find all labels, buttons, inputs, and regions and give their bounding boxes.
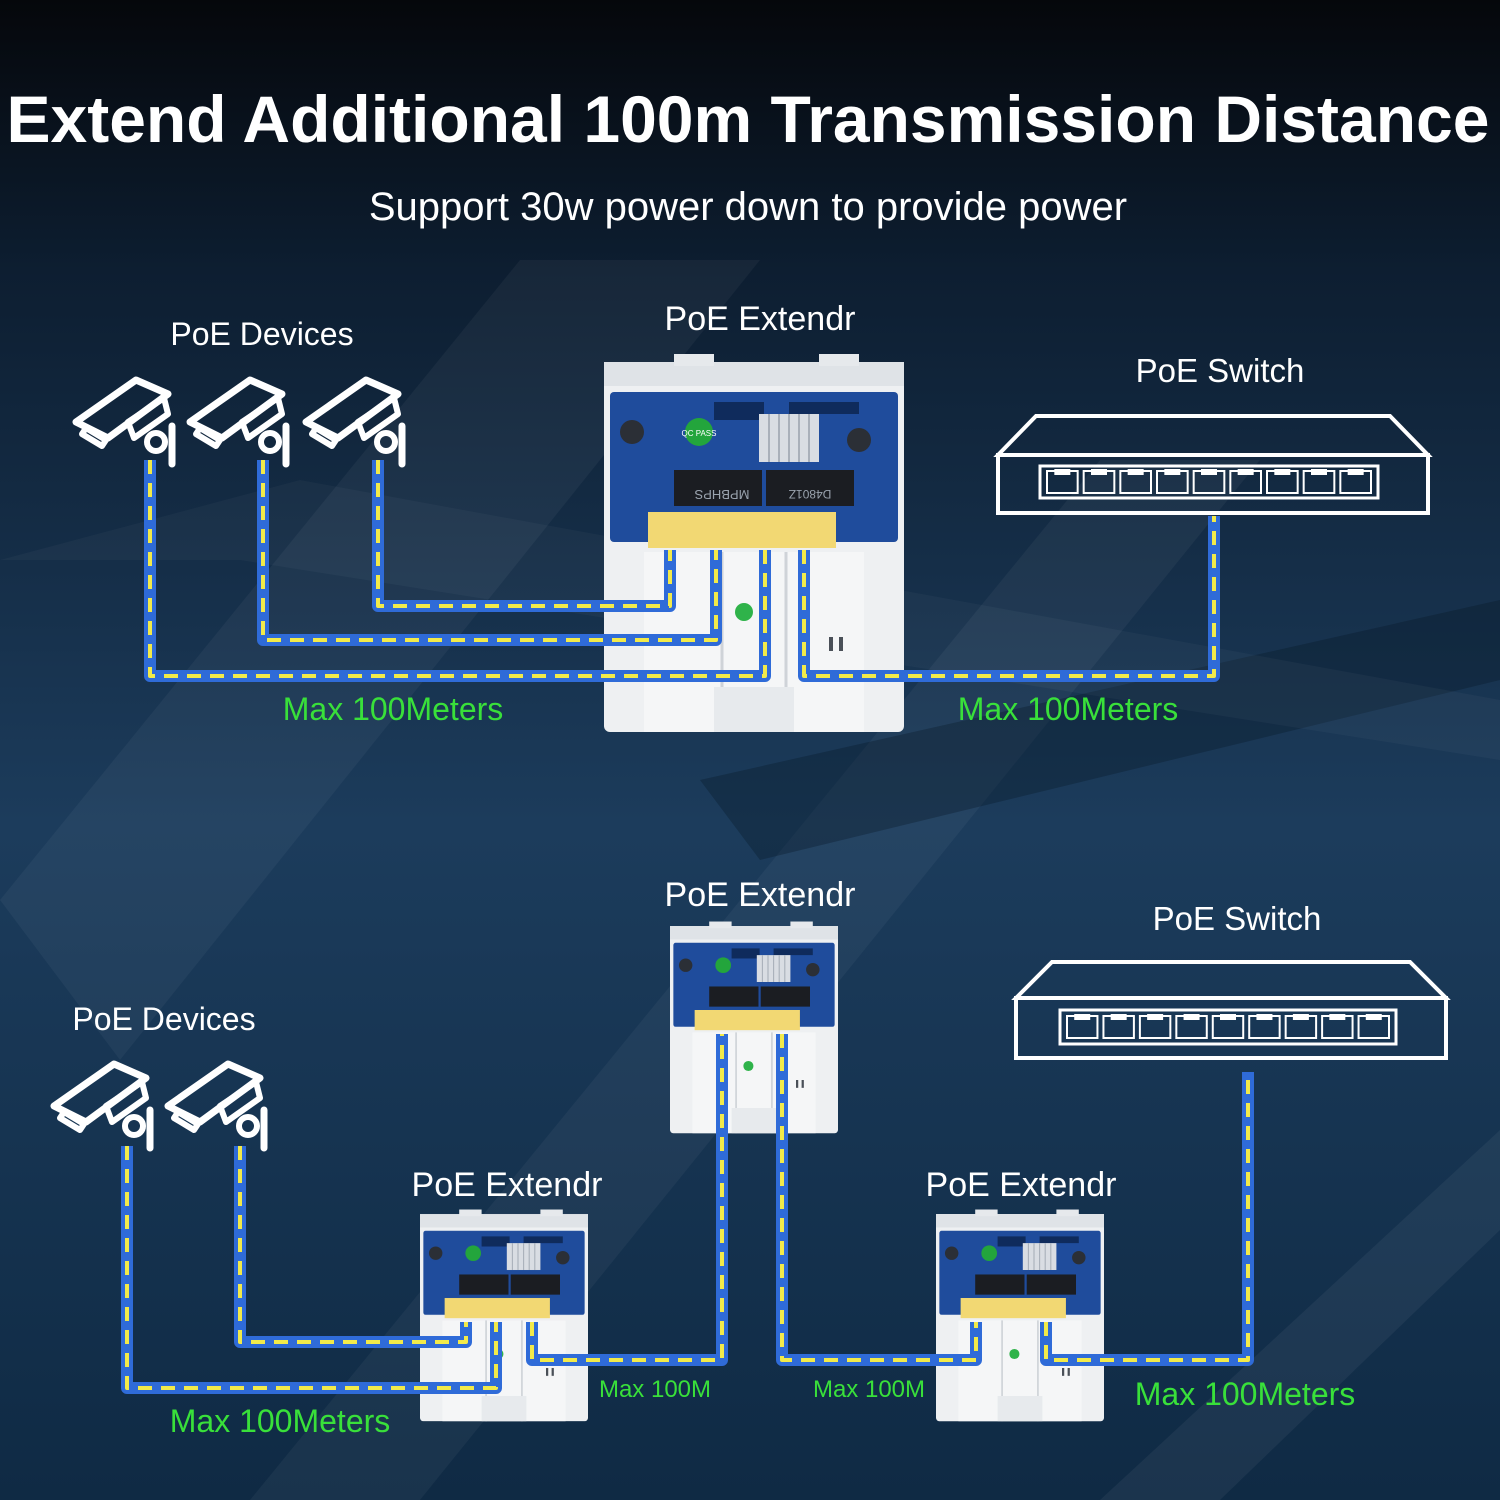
top-extender-label: PoE Extendr — [665, 300, 856, 338]
top-diagram: PoE Devices PoE Extendr PoE Switch MPBHP… — [76, 300, 1433, 734]
switch-port-latch — [1329, 1014, 1346, 1020]
switch-port-latch — [1201, 469, 1217, 475]
page-subtitle: Support 30w power down to provide power — [369, 185, 1127, 229]
bottom-distance-left: Max 100Meters — [170, 1403, 391, 1439]
top-cables — [144, 460, 1220, 682]
top-right-distance: Max 100Meters — [958, 691, 1179, 727]
page-title: Extend Additional 100m Transmission Dist… — [7, 82, 1490, 156]
switch-port-latch — [1183, 1014, 1200, 1020]
top-switch-label: PoE Switch — [1136, 352, 1305, 389]
bottom-switch-label: PoE Switch — [1153, 900, 1322, 937]
bottom-devices-label: PoE Devices — [72, 1001, 255, 1037]
bottom-extender-right-label: PoE Extendr — [926, 1166, 1117, 1204]
switch-port-latch — [1091, 469, 1107, 475]
bottom-switch-device — [1011, 960, 1451, 1060]
board-badge: QC PASS — [682, 429, 717, 438]
switch-port-latch — [1054, 469, 1071, 475]
top-left-distance: Max 100Meters — [283, 691, 504, 727]
bottom-distance-mid-right: Max 100M — [813, 1376, 925, 1403]
top-switch-device — [993, 414, 1433, 515]
switch-port-latch — [1164, 469, 1181, 475]
switch-port-latch — [1220, 1014, 1236, 1020]
bottom-distance-mid-left: Max 100M — [599, 1376, 711, 1403]
bottom-extender-top-label: PoE Extendr — [665, 876, 856, 914]
switch-port-latch — [1110, 1014, 1127, 1020]
switch-port-latch — [1237, 469, 1254, 475]
switch-port-latch — [1256, 1014, 1273, 1020]
bottom-top-extender-device — [669, 920, 839, 1135]
bottom-cables — [121, 1034, 1254, 1394]
switch-port-latch — [1311, 469, 1327, 475]
bottom-right-extender-device — [935, 1208, 1105, 1423]
switch-port-latch — [1127, 469, 1144, 475]
switch-port-latch — [1274, 469, 1291, 475]
switch-port-latch — [1365, 1014, 1382, 1020]
switch-port-latch — [1347, 469, 1364, 475]
switch-ports — [1046, 469, 1373, 494]
board-chip-mark: MPBHPS — [694, 487, 749, 502]
top-devices-label: PoE Devices — [170, 316, 353, 352]
switch-port-latch — [1074, 1014, 1091, 1020]
board-chip-code: D4801Z — [789, 487, 832, 501]
switch-ports — [1066, 1014, 1390, 1039]
switch-port-latch — [1292, 1014, 1309, 1020]
bottom-diagram: PoE Extendr PoE Switch PoE Devices PoE E… — [54, 876, 1451, 1439]
switch-port-latch — [1147, 1014, 1164, 1020]
bottom-extender-left-label: PoE Extendr — [412, 1166, 603, 1204]
bottom-distance-right: Max 100Meters — [1135, 1376, 1356, 1412]
